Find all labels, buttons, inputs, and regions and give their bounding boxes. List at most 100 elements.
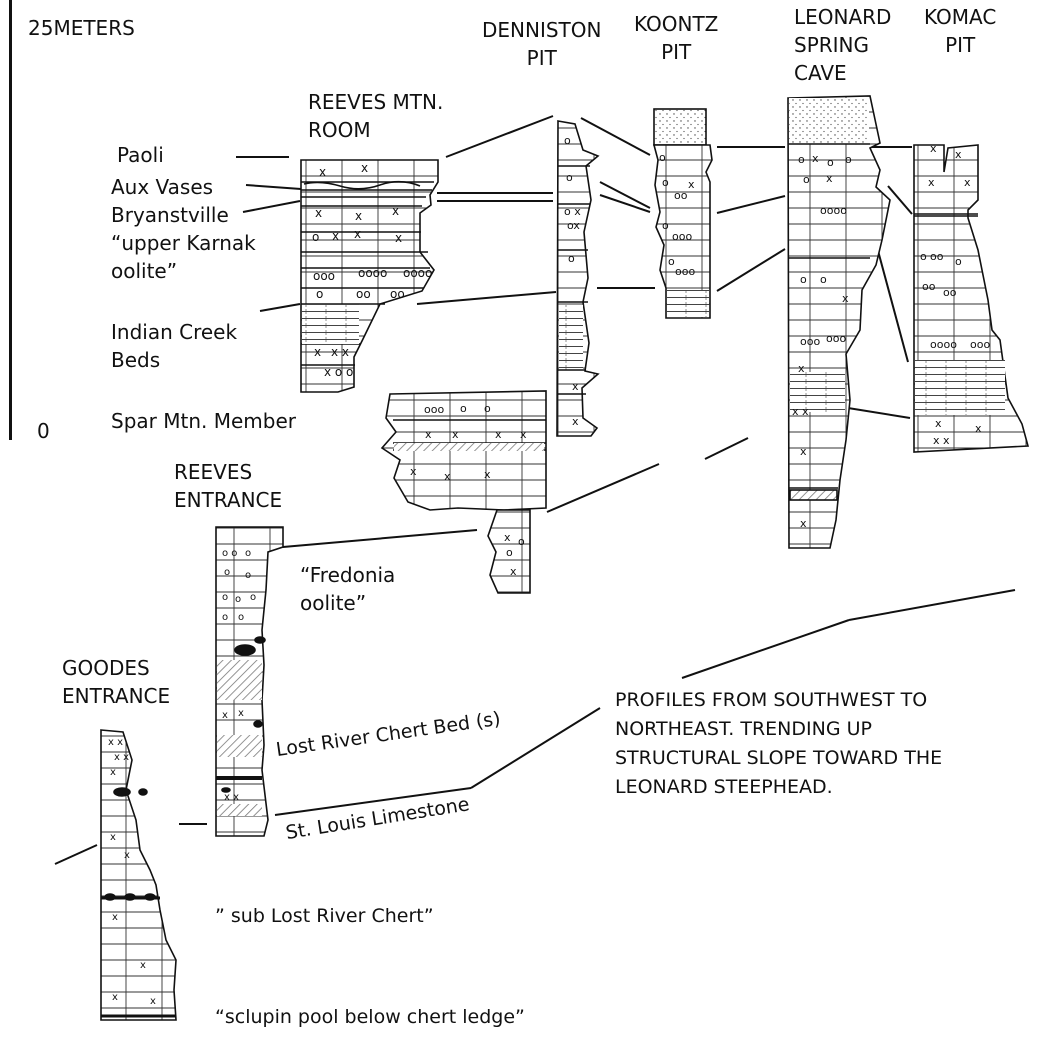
svg-text:o: o [920, 250, 927, 263]
svg-text:oo: oo [674, 189, 688, 202]
svg-text:o: o [798, 153, 805, 166]
svg-text:x: x [332, 229, 339, 243]
svg-text:oo: oo [943, 286, 957, 299]
svg-text:o: o [235, 594, 241, 605]
caption-line-a [682, 620, 849, 678]
svg-text:x: x [798, 362, 805, 375]
svg-text:oo: oo [922, 280, 936, 293]
svg-text:o: o [566, 171, 573, 184]
bryanstville-leader-line [243, 201, 300, 212]
reeves-denniston-line-1 [446, 116, 553, 157]
svg-text:o: o [312, 230, 319, 244]
svg-text:o: o [316, 287, 323, 301]
svg-text:o: o [245, 548, 251, 559]
leonard-dash-line [705, 438, 748, 459]
svg-text:x: x [124, 850, 130, 861]
svg-text:x x: x x [792, 405, 809, 418]
svg-text:x: x [688, 178, 695, 191]
svg-text:o: o [568, 252, 575, 265]
svg-text:o o: o o [222, 548, 237, 559]
svg-text:o: o [460, 402, 467, 415]
svg-text:x: x [842, 292, 849, 305]
svg-text:x: x [354, 227, 361, 241]
svg-text:oo: oo [390, 287, 405, 301]
svg-text:x: x [510, 565, 517, 578]
svg-text:o: o [506, 546, 513, 559]
svg-text:x x: x x [114, 752, 129, 763]
svg-text:x: x [504, 531, 511, 544]
koontz-leonard-line-3 [717, 249, 785, 291]
svg-text:ooo: ooo [675, 265, 695, 278]
svg-text:ooo: ooo [313, 269, 335, 283]
svg-text:o: o [518, 535, 525, 548]
svg-text:x: x [314, 345, 321, 359]
svg-text:o: o [668, 255, 675, 268]
svg-text:x: x [964, 176, 971, 189]
svg-text:x o: x o [324, 365, 342, 379]
svg-text:x: x [812, 152, 819, 165]
svg-text:o: o [845, 153, 852, 166]
svg-text:x: x [572, 415, 579, 428]
svg-text:x: x [222, 710, 228, 721]
svg-text:x: x [444, 470, 451, 483]
leonard-komac-line-4 [848, 408, 910, 418]
svg-text:o: o [250, 592, 256, 603]
svg-text:o: o [224, 567, 230, 578]
svg-text:o: o [820, 273, 827, 286]
caption-line-b [849, 590, 1015, 620]
svg-text:ooo: ooo [970, 338, 990, 351]
spar-leonard-line [547, 464, 659, 512]
leonard-komac-line-3 [877, 247, 908, 362]
svg-text:x x: x x [108, 737, 123, 748]
svg-text:ox: ox [567, 219, 580, 232]
svg-text:o: o [564, 134, 571, 147]
svg-text:o: o [245, 570, 251, 581]
svg-text:ooo: ooo [826, 332, 846, 345]
svg-text:o: o [803, 173, 810, 186]
leonard-komac-line-2 [888, 186, 912, 214]
svg-text:x x: x x [933, 434, 950, 447]
svg-text:x: x [112, 992, 118, 1003]
svg-text:x: x [361, 161, 368, 175]
reeves-denniston-line-4 [417, 292, 556, 304]
svg-text:x: x [395, 231, 402, 245]
svg-text:o: o [222, 612, 228, 623]
svg-text:x: x [452, 428, 459, 441]
svg-text:ooo: ooo [672, 230, 692, 243]
svg-text:o: o [662, 219, 669, 232]
svg-text:o: o [800, 273, 807, 286]
svg-text:x x: x x [224, 792, 239, 803]
svg-text:o: o [662, 176, 669, 189]
svg-text:x: x [572, 380, 579, 393]
svg-text:oooo: oooo [403, 266, 432, 280]
svg-text:x: x [425, 428, 432, 441]
svg-text:x: x [392, 204, 399, 218]
goodes-leader-line [55, 845, 97, 864]
column-komac [914, 145, 1028, 452]
svg-text:x: x [150, 996, 156, 1007]
svg-text:x: x [484, 468, 491, 481]
svg-text:x: x [238, 708, 244, 719]
svg-text:o: o [346, 365, 353, 379]
svg-text:oo: oo [930, 250, 944, 263]
svg-text:x: x [355, 209, 362, 223]
svg-text:x: x [826, 172, 833, 185]
svg-text:oo: oo [356, 287, 371, 301]
svg-text:x: x [935, 417, 942, 430]
st-louis-line-b [471, 708, 600, 788]
svg-text:x: x [975, 422, 982, 435]
aux-vases-leader-line [246, 185, 301, 189]
svg-text:x: x [928, 176, 935, 189]
svg-text:x: x [800, 517, 807, 530]
svg-text:ooo: ooo [424, 403, 444, 416]
svg-text:oooo: oooo [930, 338, 957, 351]
column-koontz [654, 109, 712, 318]
svg-text:ooo: ooo [800, 335, 820, 348]
koontz-leonard-line-2 [717, 196, 785, 213]
svg-text:x: x [930, 142, 937, 155]
svg-text:x: x [955, 148, 962, 161]
svg-text:x: x [520, 428, 527, 441]
svg-text:x x: x x [331, 345, 349, 359]
svg-text:x: x [800, 445, 807, 458]
